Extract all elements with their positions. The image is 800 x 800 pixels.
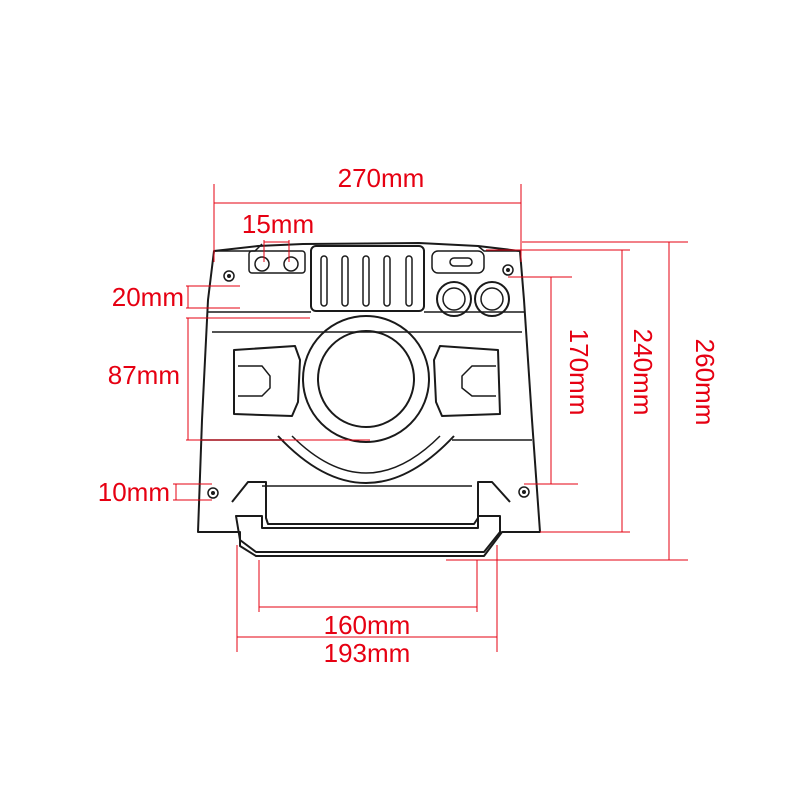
- grille-slots: [320, 255, 413, 307]
- woofer-inner: [317, 330, 415, 428]
- label-top-inset: 20mm: [112, 282, 184, 312]
- left-vent: [233, 345, 301, 417]
- right-vent-inner: [461, 365, 496, 397]
- tweeter-right-outer: [474, 281, 510, 317]
- dimension-labels: 270mm 15mm 20mm 87mm 10mm 170mm 240mm 26…: [98, 163, 720, 668]
- lower-arc: [277, 435, 455, 484]
- tweeter-left-inner: [442, 287, 466, 311]
- base-foot: [235, 515, 501, 553]
- speaker-body: [197, 242, 541, 557]
- knob-right: [283, 256, 299, 272]
- lower-arc-inner: [291, 435, 441, 474]
- usb-port: [449, 257, 473, 267]
- left-vent-inner: [238, 365, 271, 397]
- label-bottom-inset: 10mm: [98, 477, 170, 507]
- label-body-height: 240mm: [628, 329, 658, 416]
- screws: [207, 264, 530, 499]
- woofer-outer: [302, 315, 430, 443]
- tweeter-left-outer: [436, 281, 472, 317]
- handle-frame: [231, 481, 511, 525]
- right-vent: [433, 345, 501, 417]
- label-handle-inner: 160mm: [324, 610, 411, 640]
- knob-left: [254, 256, 270, 272]
- label-total-height: 260mm: [690, 339, 720, 426]
- knob-panel: [248, 250, 306, 274]
- display-slot: [431, 250, 485, 274]
- label-side-panel-height: 87mm: [108, 360, 180, 390]
- label-base-width: 193mm: [324, 638, 411, 668]
- tweeter-right-inner: [480, 287, 504, 311]
- label-width-top: 270mm: [338, 163, 425, 193]
- label-knob-spacing: 15mm: [242, 209, 314, 239]
- label-front-height: 170mm: [564, 329, 594, 416]
- cabinet-outline: [197, 242, 541, 557]
- top-grille: [310, 245, 425, 312]
- dimension-lines: [173, 184, 688, 652]
